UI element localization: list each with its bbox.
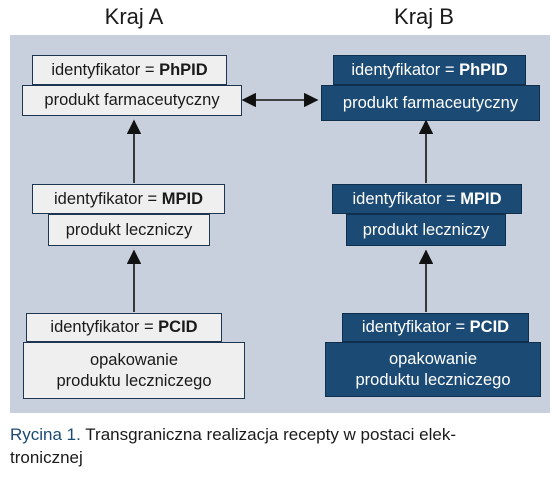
a-mpid-code: MPID bbox=[161, 189, 203, 208]
country-b-heading: Kraj B bbox=[394, 4, 454, 29]
a-pcid-id-box: identyfikator = PCID bbox=[26, 313, 222, 342]
b-mpid-code: MPID bbox=[460, 189, 502, 208]
a-mpid-id-box: identyfikator = MPID bbox=[32, 184, 225, 214]
b-mpid-prefix: identyfikator = bbox=[352, 189, 461, 208]
a-phpid-product-box: produkt farmaceutyczny bbox=[22, 85, 242, 116]
caption-text-line1: Transgraniczna realizacja recepty w post… bbox=[85, 425, 456, 444]
b-mpid-product-box: produkt leczniczy bbox=[346, 214, 506, 246]
a-pcid-prefix: identyfikator = bbox=[50, 318, 159, 336]
b-phpid-product-box: produkt farmaceutyczny bbox=[321, 85, 540, 121]
a-pcid-product-box: opakowanie produktu leczniczego bbox=[23, 342, 245, 399]
a-mpid-product-box: produkt leczniczy bbox=[48, 214, 210, 246]
a-phpid-product: produkt farmaceutyczny bbox=[44, 91, 220, 109]
country-a-heading: Kraj A bbox=[104, 4, 164, 29]
b-phpid-prefix: identyfikator = bbox=[351, 60, 460, 79]
b-pcid-prefix: identyfikator = bbox=[361, 318, 470, 336]
b-phpid-id-box: identyfikator = PhPID bbox=[333, 55, 526, 85]
a-phpid-id-box: identyfikator = PhPID bbox=[32, 55, 227, 85]
a-mpid-prefix: identyfikator = bbox=[53, 189, 162, 208]
b-pcid-code: PCID bbox=[469, 318, 510, 336]
b-mpid-id-box: identyfikator = MPID bbox=[332, 184, 522, 214]
caption-label: Rycina 1. bbox=[10, 425, 81, 444]
b-pcid-product-line1: opakowanie bbox=[388, 349, 478, 368]
b-pcid-product-box: opakowanie produktu leczniczego bbox=[325, 342, 541, 397]
a-pcid-product-line1: opakowanie bbox=[89, 350, 179, 369]
a-mpid-product: produkt leczniczy bbox=[65, 220, 193, 239]
b-phpid-product: produkt farmaceutyczny bbox=[342, 93, 519, 112]
a-phpid-code: PhPID bbox=[159, 60, 208, 79]
b-pcid-id-box: identyfikator = PCID bbox=[342, 313, 529, 342]
figure-caption: Rycina 1. Transgraniczna realizacja rece… bbox=[10, 423, 550, 469]
a-pcid-product-line2: produktu leczniczego bbox=[56, 371, 212, 390]
b-pcid-product-line2: produktu leczniczego bbox=[355, 370, 511, 389]
b-mpid-product: produkt leczniczy bbox=[362, 220, 490, 239]
a-pcid-code: PCID bbox=[158, 318, 198, 336]
a-phpid-prefix: identyfikator = bbox=[51, 60, 160, 79]
b-phpid-code: PhPID bbox=[459, 60, 508, 79]
caption-text-line2: tronicznej bbox=[10, 448, 83, 467]
